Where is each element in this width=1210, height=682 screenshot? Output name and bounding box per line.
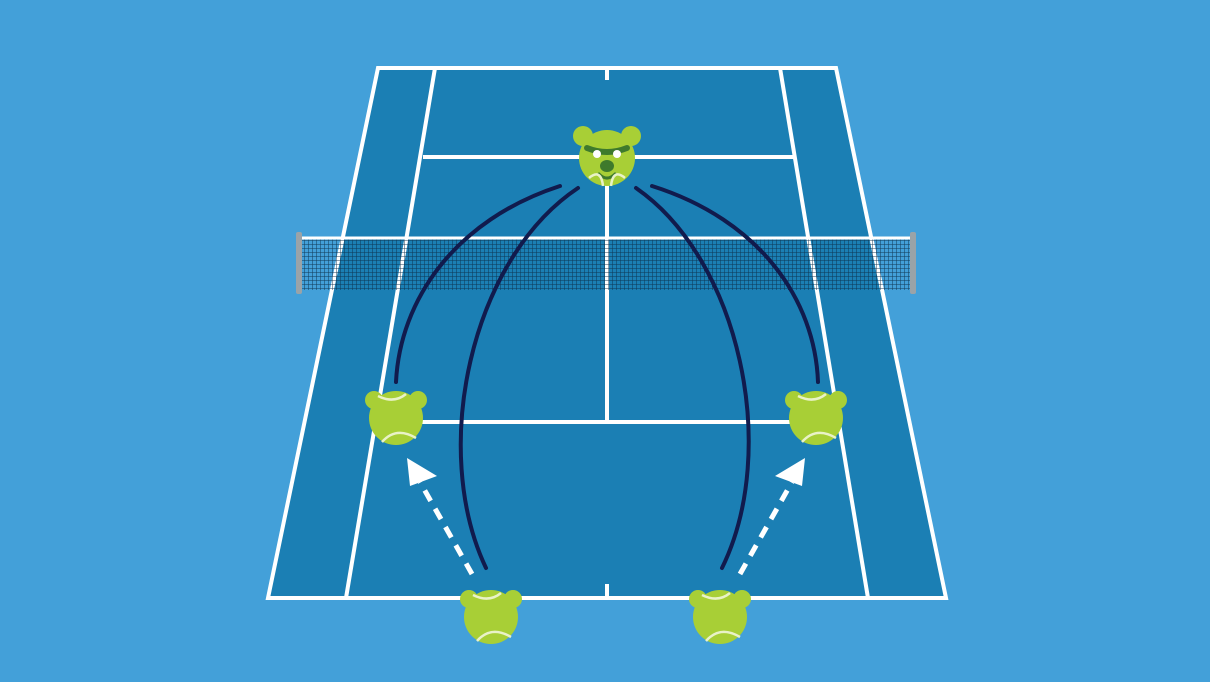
right-net-post (910, 232, 916, 294)
left-net-post (296, 232, 302, 294)
net (296, 232, 916, 294)
coach-nose (600, 160, 614, 172)
net-mesh (300, 238, 912, 290)
coach-eye-left (593, 150, 601, 158)
coach-eye-right (613, 150, 621, 158)
